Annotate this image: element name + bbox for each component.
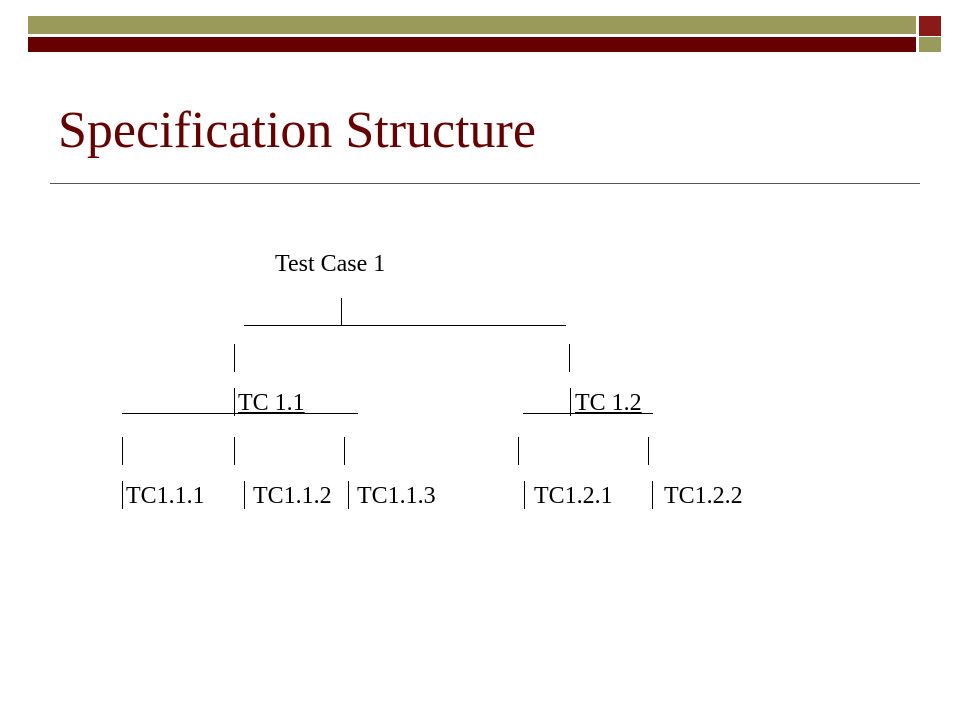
tree-node-tc111: TC1.1.1 (126, 483, 205, 509)
tree-node-tc122: TC1.2.2 (664, 483, 743, 509)
tree-connector-root (244, 325, 566, 326)
tree-stem-tc12 (570, 388, 571, 416)
tree-node-tc12: TC 1.2 (575, 390, 642, 416)
tree-drop-tc113 (344, 437, 345, 465)
slide-title: Specification Structure (58, 102, 536, 159)
tree-drop-tc112 (234, 437, 235, 465)
tree-connector-tc11 (122, 413, 358, 414)
tree-bar-tc113 (348, 481, 349, 509)
tree-connector-tc12 (523, 413, 653, 414)
tree-bar-tc112 (244, 481, 245, 509)
tree-stem-tc11 (234, 388, 235, 416)
tree-drop-tc122 (648, 437, 649, 465)
tree-node-tc113: TC1.1.3 (357, 483, 436, 509)
tree-stem-root (341, 298, 342, 326)
tree-node-tc121: TC1.2.1 (534, 483, 613, 509)
tree-drop-tc121 (518, 437, 519, 465)
title-divider (50, 183, 920, 184)
tree-node-tc112: TC1.1.2 (253, 483, 332, 509)
tree-drop-right (569, 344, 570, 372)
tree-root-label: Test Case 1 (275, 251, 386, 277)
tree-bar-tc121 (524, 481, 525, 509)
tree-bar-tc111 (122, 481, 123, 509)
tree-drop-left (234, 344, 235, 372)
header-bar-olive (28, 16, 916, 34)
header-bar-maroon (28, 37, 916, 52)
corner-block-olive (919, 37, 941, 52)
tree-bar-tc122 (652, 481, 653, 509)
tree-node-tc11: TC 1.1 (238, 390, 305, 416)
tree-drop-tc111 (122, 437, 123, 465)
corner-block-maroon (919, 16, 941, 36)
